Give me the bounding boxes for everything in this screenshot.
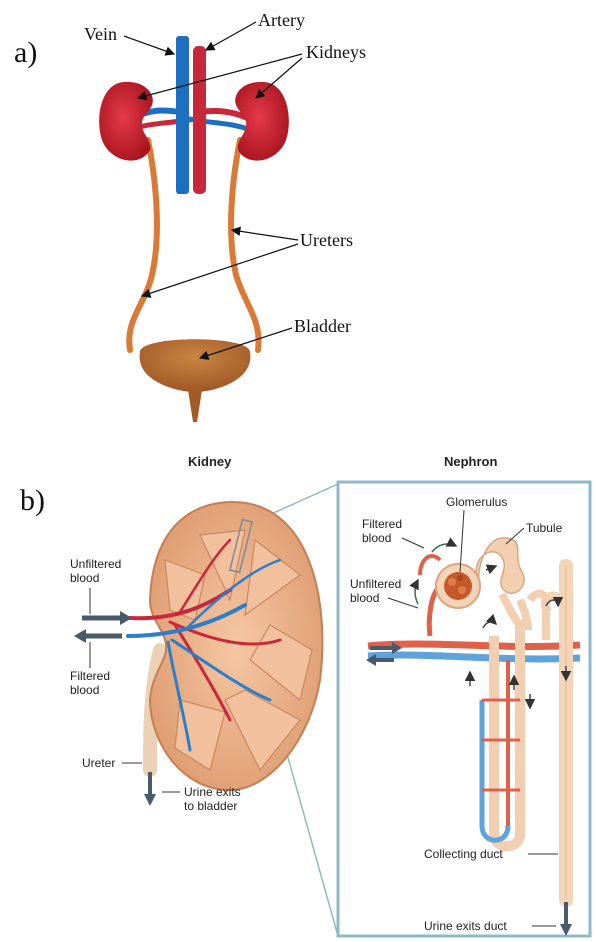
label-urine-1: Urine exits (184, 785, 241, 799)
panel-a: a) Vein Artery Kidneys Ureters Bladder (14, 10, 366, 422)
left-kidney (99, 82, 153, 161)
label-filtered-2: blood (70, 683, 99, 697)
label-nephron-unfiltered-1: Unfiltered (350, 577, 401, 591)
panel-b-letter: b) (20, 484, 45, 517)
label-ureter: Ureter (82, 756, 115, 770)
pointer-nephron-unfiltered (388, 598, 418, 608)
artery (193, 46, 206, 194)
label-unfiltered-1: Unfiltered (70, 557, 121, 571)
label-bladder: Bladder (294, 316, 351, 336)
panel-b: b) Kidney Nephron (20, 454, 590, 936)
label-vein: Vein (84, 24, 117, 44)
label-urine-2: to bladder (184, 799, 237, 813)
right-kidney (235, 82, 289, 161)
left-ureter (129, 140, 157, 350)
renal-vessels (130, 110, 255, 132)
label-collecting-duct: Collecting duct (424, 847, 503, 861)
vein (176, 36, 189, 194)
label-ureters: Ureters (300, 230, 353, 250)
bladder (140, 339, 251, 422)
nephron-frame (338, 482, 590, 936)
label-filtered-1: Filtered (70, 669, 110, 683)
panel-a-letter: a) (14, 36, 37, 69)
nephron-title: Nephron (444, 454, 498, 469)
label-kidneys: Kidneys (306, 42, 366, 62)
kidney-title: Kidney (188, 454, 232, 469)
label-nephron-filtered-1: Filtered (362, 517, 402, 531)
panel-a-pointers (124, 22, 302, 358)
label-nephron-filtered-2: blood (362, 531, 391, 545)
label-nephron-unfiltered-2: blood (350, 591, 379, 605)
right-ureter (231, 140, 259, 350)
pointer-glomerulus (460, 510, 464, 572)
label-glomerulus: Glomerulus (446, 495, 507, 509)
nephron-detail (366, 538, 580, 936)
label-unfiltered-2: blood (70, 571, 99, 585)
label-artery: Artery (258, 10, 305, 30)
label-urine-exits-duct: Urine exits duct (424, 919, 507, 933)
kidney-flow-arrows (74, 611, 156, 806)
pointer-nephron-filtered (402, 538, 424, 548)
label-tubule: Tubule (526, 521, 563, 535)
